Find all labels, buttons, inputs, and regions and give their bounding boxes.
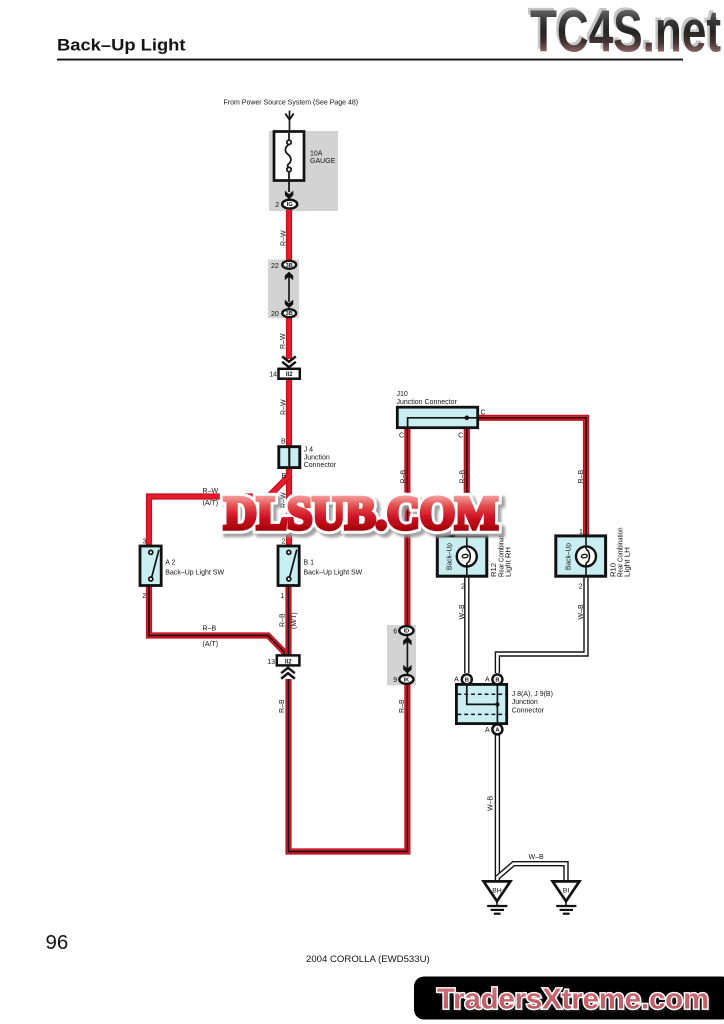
svg-text:IK: IK bbox=[404, 678, 410, 684]
svg-text:From Power Source System (See: From Power Source System (See Page 48) bbox=[224, 100, 359, 107]
svg-text:1: 1 bbox=[280, 593, 284, 600]
svg-text:3B: 3B bbox=[286, 311, 293, 317]
svg-text:R–B: R–B bbox=[279, 699, 286, 713]
svg-text:(A/T): (A/T) bbox=[203, 500, 219, 507]
svg-text:GAUGE: GAUGE bbox=[310, 158, 336, 165]
svg-text:BI: BI bbox=[563, 887, 570, 894]
svg-text:2: 2 bbox=[142, 593, 146, 600]
svg-text:C: C bbox=[481, 409, 486, 416]
svg-text:C: C bbox=[399, 432, 404, 439]
svg-text:B: B bbox=[281, 439, 286, 446]
svg-text:Back–Up: Back–Up bbox=[447, 543, 454, 570]
svg-text:20: 20 bbox=[271, 311, 279, 318]
svg-text:R–B: R–B bbox=[280, 613, 287, 627]
svg-text:22: 22 bbox=[271, 263, 279, 270]
svg-text:B: B bbox=[465, 678, 469, 684]
svg-text:R–W: R–W bbox=[280, 333, 287, 349]
svg-text:14: 14 bbox=[269, 371, 277, 378]
svg-text:Junction: Junction bbox=[304, 455, 330, 462]
svg-text:J 4: J 4 bbox=[304, 447, 313, 454]
svg-text:A: A bbox=[485, 727, 490, 734]
svg-text:Back–Up Light SW: Back–Up Light SW bbox=[304, 569, 363, 576]
svg-text:B: B bbox=[282, 473, 287, 480]
svg-text:9: 9 bbox=[393, 677, 397, 684]
svg-text:W–B: W–B bbox=[488, 796, 495, 812]
svg-text:(A/T): (A/T) bbox=[203, 641, 219, 648]
svg-text:C: C bbox=[458, 432, 463, 439]
svg-text:DLSUB.COM: DLSUB.COM bbox=[224, 488, 498, 540]
svg-text:R–W: R–W bbox=[281, 492, 288, 508]
svg-text:II2: II2 bbox=[286, 372, 293, 378]
svg-text:R–B: R–B bbox=[203, 626, 217, 633]
svg-text:W–B: W–B bbox=[529, 854, 545, 861]
svg-text:(M/T): (M/T) bbox=[292, 493, 299, 510]
svg-text:2: 2 bbox=[579, 584, 583, 591]
svg-text:6: 6 bbox=[393, 628, 397, 635]
svg-text:J10: J10 bbox=[397, 391, 408, 398]
svg-text:Junction: Junction bbox=[512, 699, 538, 706]
svg-text:1: 1 bbox=[579, 529, 583, 536]
svg-text:10A: 10A bbox=[310, 150, 323, 157]
svg-text:1: 1 bbox=[460, 529, 464, 536]
svg-text:13: 13 bbox=[267, 659, 275, 666]
svg-text:Connector: Connector bbox=[512, 707, 545, 714]
svg-text:Back–Up Light SW: Back–Up Light SW bbox=[165, 569, 224, 576]
svg-text:96: 96 bbox=[46, 931, 69, 954]
svg-text:2004 COROLLA (EWD533U): 2004 COROLLA (EWD533U) bbox=[306, 954, 430, 965]
svg-text:2: 2 bbox=[461, 584, 465, 591]
svg-text:Rear Combination: Rear Combination bbox=[618, 527, 625, 577]
svg-text:DLSUB.COM: DLSUB.COM bbox=[224, 488, 498, 540]
svg-text:J 8(A), J 9(B): J 8(A), J 9(B) bbox=[512, 691, 553, 698]
svg-text:Light LH: Light LH bbox=[625, 547, 632, 577]
svg-text:Light RH: Light RH bbox=[505, 547, 512, 577]
svg-text:R–W: R–W bbox=[281, 230, 288, 246]
svg-text:B 1: B 1 bbox=[304, 559, 315, 566]
svg-text:Junction Connector: Junction Connector bbox=[397, 399, 458, 406]
svg-text:B: B bbox=[495, 678, 499, 684]
svg-text:W–B: W–B bbox=[578, 604, 585, 620]
svg-text:R–W: R–W bbox=[281, 399, 288, 415]
svg-text:R12: R12 bbox=[491, 563, 498, 577]
svg-text:R–B: R–B bbox=[400, 470, 407, 484]
svg-text:Back–Up: Back–Up bbox=[566, 543, 573, 570]
svg-text:TC4S.net: TC4S.net bbox=[528, 0, 719, 62]
svg-text:R–B: R–B bbox=[578, 470, 585, 484]
svg-text:II2: II2 bbox=[285, 660, 292, 666]
svg-text:R–W: R–W bbox=[203, 488, 219, 495]
svg-text:IG: IG bbox=[287, 202, 294, 208]
svg-text:ID: ID bbox=[404, 629, 410, 635]
svg-text:R–B: R–B bbox=[460, 470, 467, 484]
svg-text:A: A bbox=[495, 728, 499, 734]
svg-text:2: 2 bbox=[275, 202, 279, 209]
svg-text:A: A bbox=[485, 676, 490, 683]
svg-text:3B: 3B bbox=[286, 263, 293, 269]
svg-text:Back–Up Light: Back–Up Light bbox=[57, 36, 186, 55]
svg-text:(M/T): (M/T) bbox=[291, 612, 298, 629]
svg-text:W–B: W–B bbox=[459, 604, 466, 620]
svg-text:A: A bbox=[454, 676, 459, 683]
svg-text:R–B: R–B bbox=[399, 699, 406, 713]
svg-text:TradersXtreme.com: TradersXtreme.com bbox=[437, 984, 709, 1016]
svg-text:Rear Combination: Rear Combination bbox=[498, 527, 505, 577]
svg-text:R10: R10 bbox=[610, 563, 617, 577]
svg-text:A 2: A 2 bbox=[165, 559, 175, 566]
svg-text:2: 2 bbox=[282, 539, 286, 546]
svg-text:BH: BH bbox=[492, 887, 502, 894]
svg-text:3: 3 bbox=[143, 539, 147, 546]
svg-text:Connector: Connector bbox=[304, 462, 337, 469]
svg-text:TC4S.net: TC4S.net bbox=[530, 0, 721, 65]
